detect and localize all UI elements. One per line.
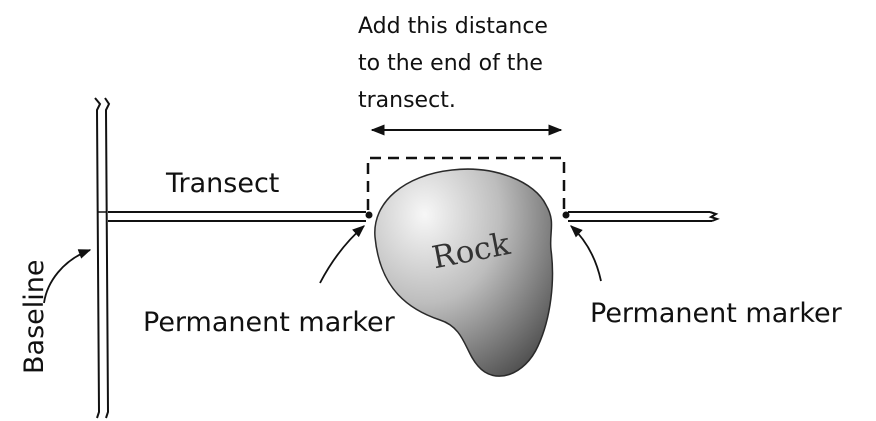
rock-shape: [374, 168, 554, 377]
right-marker-pointer-arrow: [570, 225, 602, 282]
right-marker-label: Permanent marker: [590, 298, 843, 329]
distance-note-line-3: transect.: [358, 88, 456, 113]
left-marker-pointer-arrow: [319, 225, 365, 284]
left-marker-dot: [365, 211, 373, 219]
distance-note-line-2: to the end of the: [358, 51, 543, 76]
left-marker-label: Permanent marker: [143, 307, 396, 338]
baseline-post: [94, 97, 111, 419]
dashed-offset-box: [366, 156, 566, 210]
baseline-pointer-arrow: [43, 249, 92, 304]
right-marker-dot: [562, 211, 570, 219]
baseline-label: Baseline: [19, 260, 50, 374]
distance-note-line-1: Add this distance: [358, 14, 548, 39]
transect-label: Transect: [165, 168, 279, 199]
transect-right-segment: [568, 211, 720, 222]
transect-left-segment: [108, 211, 366, 222]
